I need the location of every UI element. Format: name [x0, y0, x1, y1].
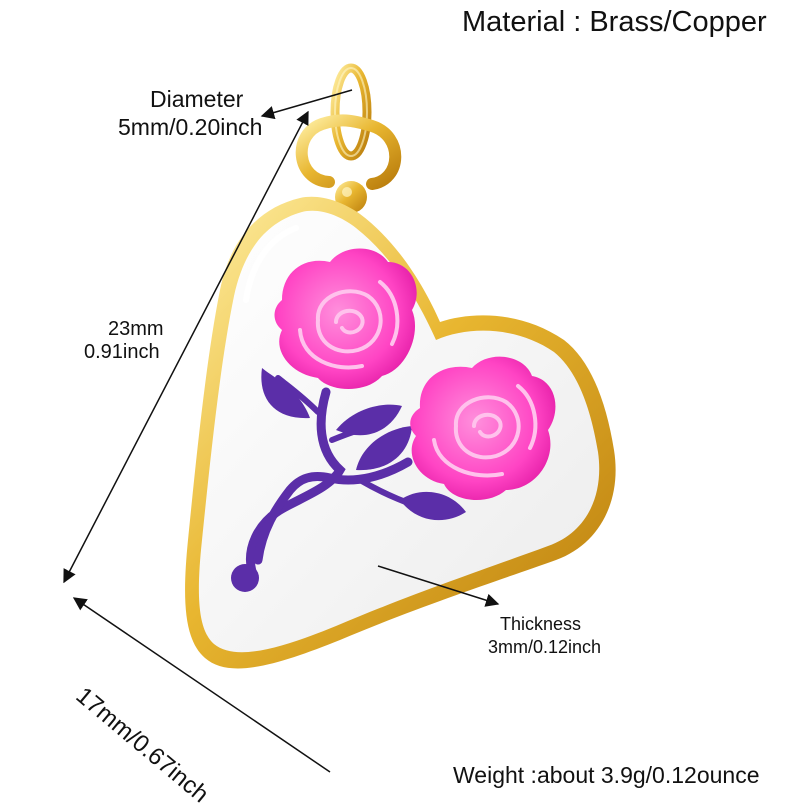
thickness-value: 3mm/0.12inch — [488, 637, 602, 657]
rose-icon — [410, 356, 556, 501]
diameter-title: Diameter — [150, 86, 244, 112]
thickness-title: Thickness — [500, 614, 582, 634]
width-arrow-icon — [72, 597, 331, 773]
diameter-value: 5mm/0.20inch — [118, 114, 263, 140]
height-inch-label: 0.91inch — [84, 341, 160, 363]
thickness-arrow-icon — [377, 565, 500, 607]
height-arrow-icon — [63, 110, 309, 584]
rose-icon — [274, 248, 417, 389]
material-label: Material : Brass/Copper — [462, 6, 767, 38]
height-mm-label: 23mm — [108, 318, 164, 340]
jump-ring-icon — [295, 63, 402, 213]
weight-label: Weight :about 3.9g/0.12ounce — [453, 762, 760, 788]
